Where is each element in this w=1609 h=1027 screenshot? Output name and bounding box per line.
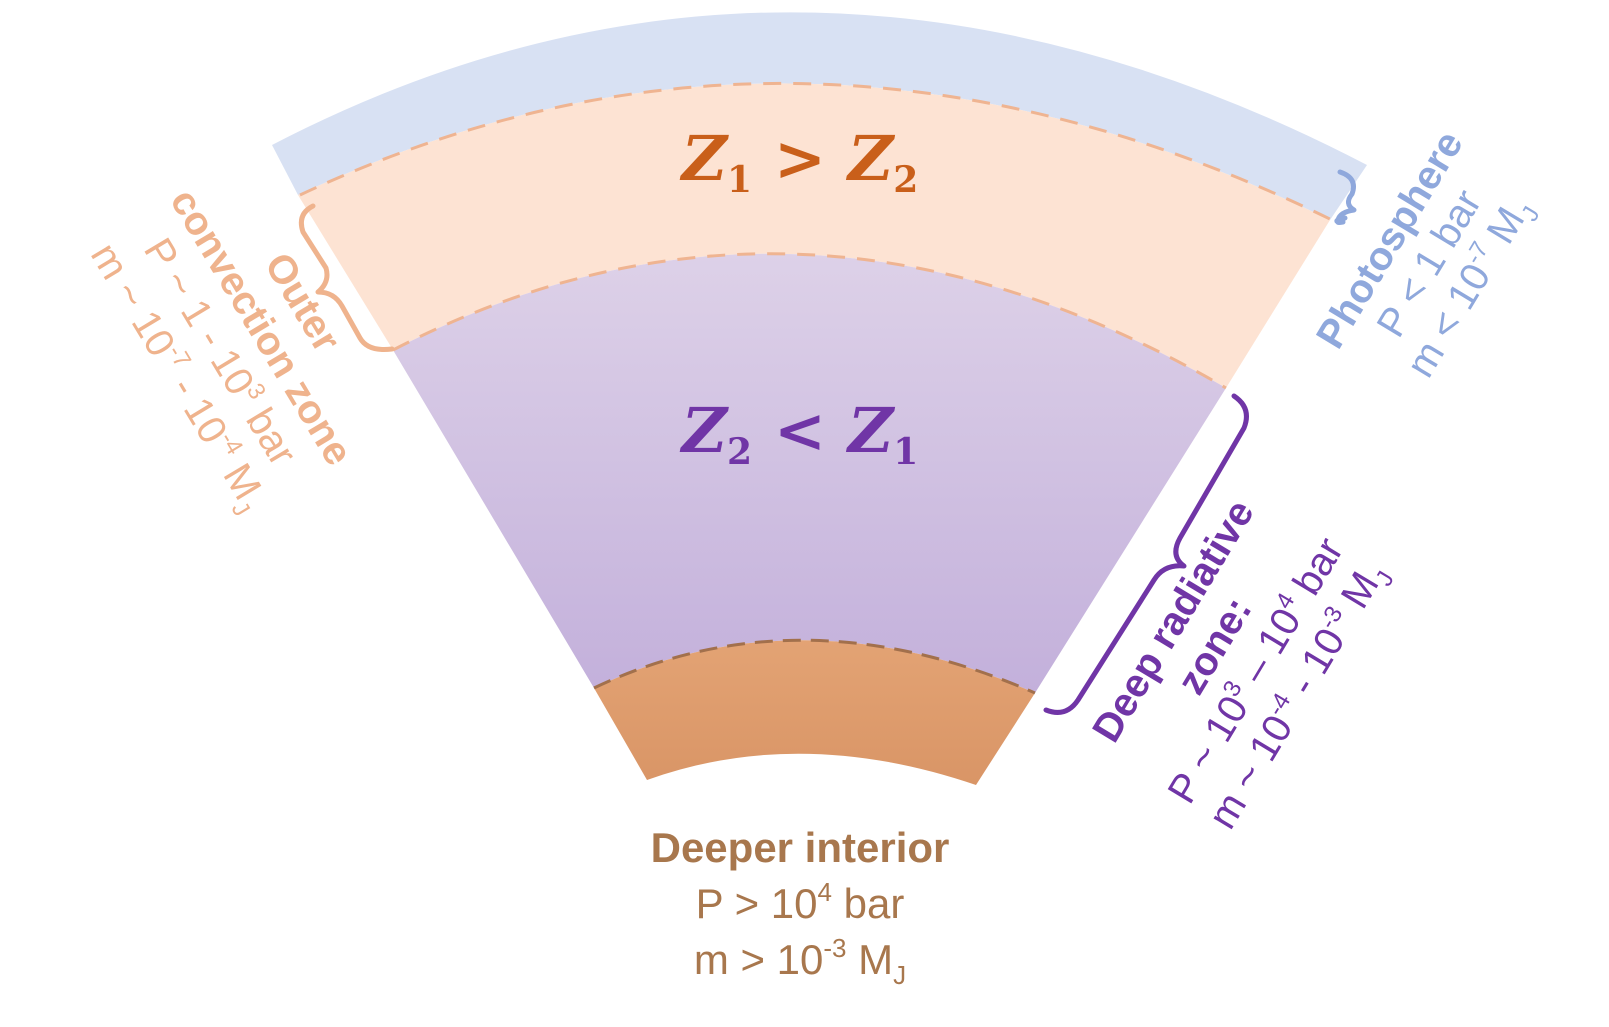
- photosphere-layer: [272, 12, 1367, 220]
- interior-title: Deeper interior: [651, 824, 950, 871]
- eq-outer-op: >: [774, 122, 826, 195]
- interior-boundary-line: [593, 638, 1036, 695]
- photosphere-boundary-line: [299, 81, 1333, 222]
- eq-outer-a-sub: 1: [727, 159, 752, 201]
- eq-deep-a: Z: [679, 394, 730, 467]
- eq-outer-b: Z: [845, 122, 896, 195]
- outer-z-relation: Z1>Z2: [679, 122, 919, 201]
- eq-deep-b: Z: [845, 394, 896, 467]
- eq-deep-op: <: [774, 394, 826, 467]
- svg-text:Z2<Z1: Z2<Z1: [679, 394, 919, 473]
- eq-outer-b-sub: 2: [893, 159, 918, 201]
- deep-radiative-brace: [1043, 393, 1249, 715]
- eq-outer-a: Z: [679, 122, 730, 195]
- convection-boundary-line: [392, 252, 1227, 390]
- deep-radiative-layer: [393, 253, 1226, 693]
- deeper-interior-label: Deeper interior P > 104 bar m > 10-3 MJ: [651, 824, 950, 990]
- interior-pressure: P > 104 bar: [696, 877, 905, 927]
- eq-deep-a-sub: 2: [727, 431, 752, 473]
- photosphere-brace: [1334, 169, 1357, 225]
- interior-mass: m > 10-3 MJ: [694, 933, 906, 990]
- svg-text:Z1>Z2: Z1>Z2: [679, 122, 919, 201]
- outer-convection-brace: [298, 203, 395, 352]
- deep-z-relation: Z2<Z1: [679, 394, 919, 473]
- deeper-interior-layer: [594, 640, 1035, 785]
- eq-deep-b-sub: 1: [893, 431, 918, 473]
